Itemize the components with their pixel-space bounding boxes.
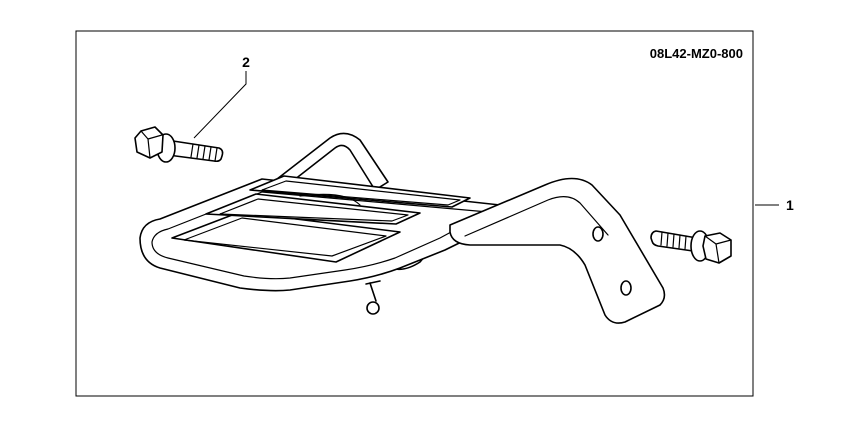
callout-1-label: 1: [786, 197, 794, 213]
rear-carrier-rack: [139, 132, 666, 324]
flange-bolt-left: [134, 126, 224, 163]
callout-2-leader: [193, 71, 247, 139]
diagram-frame: [75, 30, 754, 397]
callout-2-label: 2: [242, 54, 250, 70]
part-number-label: 08L42-MZ0-800: [650, 46, 743, 61]
flange-bolt-right: [650, 230, 732, 264]
